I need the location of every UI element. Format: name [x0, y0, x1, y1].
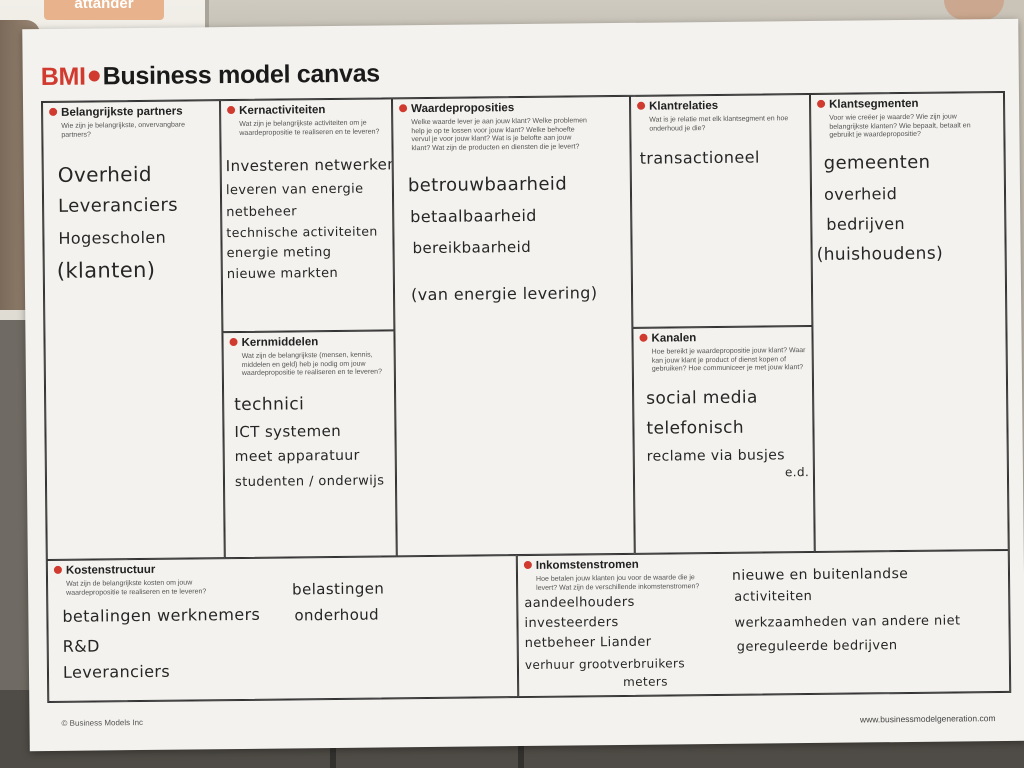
note: Hogescholen — [58, 227, 167, 248]
poster-title: BMI Business model canvas — [41, 59, 380, 92]
note: studenten / onderwijs — [234, 473, 385, 491]
note: (huishoudens) — [816, 243, 944, 265]
note: verhuur grootverbruikers — [524, 656, 686, 673]
activities-question: Wat zijn je belangrijkste activiteiten o… — [239, 119, 380, 137]
segments-question: Voor wie creëer je waarde? Wie zijn jouw… — [829, 113, 971, 139]
value-question: Welke waarde lever je aan jouw klant? We… — [411, 117, 587, 152]
partners-title: Belangrijkste partners — [49, 106, 183, 119]
note: meters — [623, 674, 668, 689]
block-partners: Belangrijkste partners Wie zijn je belan… — [42, 100, 225, 561]
revenue-title: Inkomstenstromen — [523, 559, 639, 572]
note: aandeelhouders — [524, 594, 635, 612]
note: Leveranciers — [57, 194, 179, 217]
note: R&D — [62, 636, 100, 656]
note: Overheid — [57, 161, 153, 187]
note: Leveranciers — [62, 661, 171, 682]
bullet-icon — [49, 107, 58, 116]
note: (klanten) — [56, 257, 156, 283]
canvas-grid: Belangrijkste partners Wie zijn je belan… — [40, 90, 1012, 704]
bullet-icon — [227, 105, 236, 115]
bullet-icon — [817, 99, 826, 108]
block-activities: Kernactiviteiten Wat zijn je belangrijks… — [220, 98, 395, 333]
note: (van energie levering) — [410, 283, 598, 305]
note: nieuwe markten — [226, 265, 339, 283]
note: nieuwe en buitenlandse — [731, 565, 909, 584]
costs-question: Wat zijn de belangrijkste kosten om jouw… — [66, 579, 207, 597]
note: bedrijven — [826, 214, 906, 234]
note: reclame via busjes — [646, 447, 786, 465]
block-customer-relationships: Klantrelaties Wat is je relatie met elk … — [629, 93, 813, 328]
canvas-poster: BMI Business model canvas Belangrijkste p… — [22, 18, 1024, 752]
block-resources: Kernmiddelen Wat zijn de belangrijkste (… — [222, 330, 397, 559]
note: activiteiten — [734, 588, 813, 605]
note: technici — [234, 394, 305, 416]
note: investeerders — [524, 615, 619, 632]
costs-title: Kostenstructuur — [53, 564, 155, 577]
brand-logo: BMI — [40, 62, 86, 92]
block-cost-structure: Kostenstructuur Wat zijn de belangrijkst… — [46, 555, 519, 702]
bullet-icon — [523, 560, 532, 569]
note: betaalbaarheid — [410, 205, 537, 227]
footer-copyright: © Business Models Inc — [61, 718, 144, 728]
note: social media — [646, 387, 758, 409]
bullet-icon — [229, 337, 238, 347]
block-value-propositions: Waardeproposities Welke waarde lever je … — [391, 95, 635, 557]
note: betrouwbaarheid — [407, 173, 568, 197]
note: telefonisch — [646, 417, 745, 439]
bullet-icon — [639, 333, 648, 342]
bullet-icon — [53, 565, 62, 574]
note: werkzaamheden van andere niet — [734, 613, 961, 631]
channels-title: Kanalen — [639, 332, 696, 345]
bullet-icon — [399, 104, 408, 113]
screen-sign: attander — [44, 0, 164, 20]
block-revenue-streams: Inkomstenstromen Hoe betalen jouw klante… — [516, 549, 1011, 698]
relations-question: Wat is je relatie met elk klantsegment e… — [649, 115, 789, 133]
note: leveren van energie — [225, 181, 364, 199]
segments-title: Klantsegmenten — [817, 98, 919, 111]
revenue-question: Hoe betalen jouw klanten jou voor de waa… — [535, 574, 700, 592]
note: betalingen werknemers — [62, 604, 261, 626]
note: ICT systemen — [234, 421, 342, 442]
note: transactioneel — [639, 147, 760, 168]
note: gereguleerde bedrijven — [736, 638, 898, 655]
note: Investeren netwerken — [225, 155, 395, 176]
brand-title: Business model canvas — [102, 59, 380, 91]
block-customer-segments: Klantsegmenten Voor wie creëer je waarde… — [809, 91, 1009, 552]
note: meet apparatuur — [234, 447, 360, 466]
resources-title: Kernmiddelen — [229, 336, 318, 349]
note: e.d. — [784, 465, 810, 480]
block-channels: Kanalen Hoe bereikt je waardepropositie … — [632, 325, 815, 554]
partners-question: Wie zijn je belangrijkste, onvervangbare… — [61, 121, 186, 139]
note: belastingen — [292, 579, 385, 599]
note: bereikbaarheid — [412, 237, 532, 258]
activities-title: Kernactiviteiten — [227, 104, 325, 117]
note: overheid — [823, 184, 898, 204]
note: netbeheer Liander — [524, 634, 652, 652]
person-hand-right — [944, 0, 1004, 20]
channels-question: Hoe bereikt je waardepropositie jouw kla… — [651, 347, 806, 373]
note: netbeheer — [226, 204, 298, 221]
footer-website: www.businessmodelgeneration.com — [859, 713, 996, 725]
note: gemeenten — [823, 151, 931, 174]
resources-question: Wat zijn de belangrijkste (mensen, kenni… — [241, 351, 382, 377]
bullet-icon — [637, 101, 646, 110]
brand-dot-icon — [88, 70, 100, 82]
value-title: Waardeproposities — [399, 102, 514, 115]
note: onderhoud — [294, 605, 380, 625]
note: energie meting — [226, 245, 332, 262]
relations-title: Klantrelaties — [637, 100, 718, 113]
note: technische activiteiten — [226, 223, 378, 241]
